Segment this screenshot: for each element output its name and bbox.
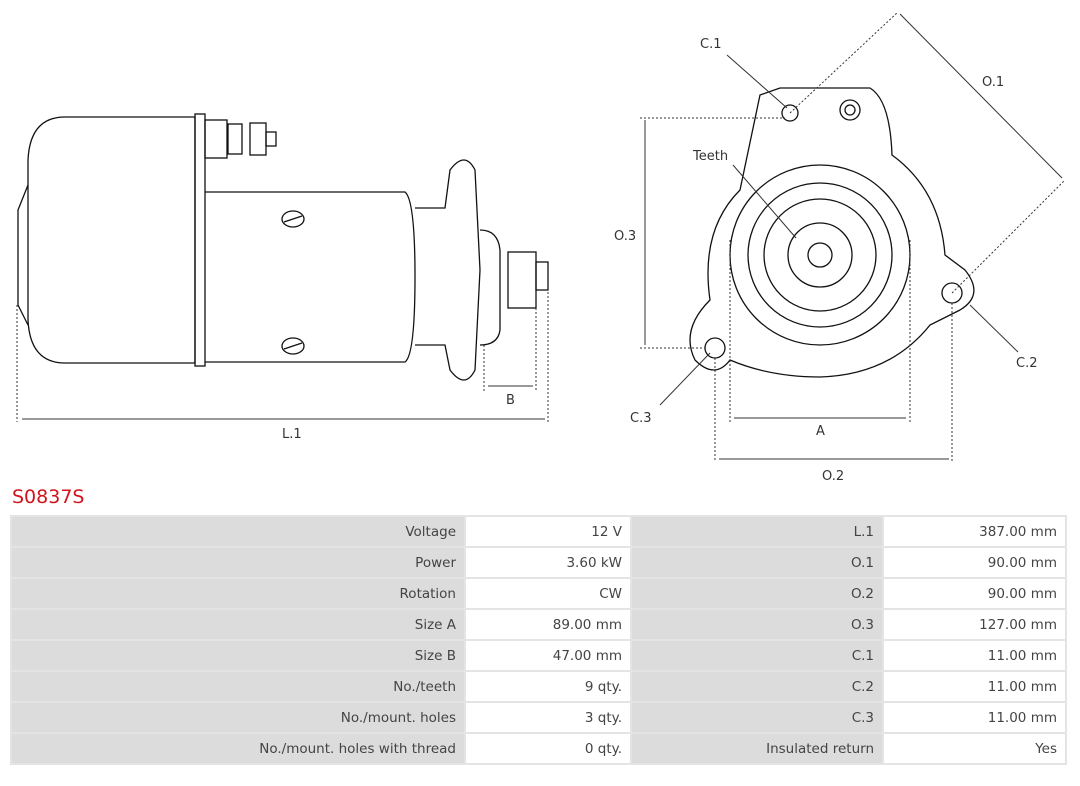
spec-label: C.2 xyxy=(632,672,882,701)
spec-label: Size A xyxy=(12,610,464,639)
product-code: S0837S xyxy=(12,486,85,508)
spec-label: No./mount. holes with thread xyxy=(12,734,464,763)
label-o3: O.3 xyxy=(614,229,636,244)
spec-label: Voltage xyxy=(12,517,464,546)
spec-label: O.1 xyxy=(632,548,882,577)
label-teeth: Teeth xyxy=(692,149,728,164)
spec-label: L.1 xyxy=(632,517,882,546)
spec-value: 11.00 mm xyxy=(884,641,1065,670)
spec-value: 11.00 mm xyxy=(884,672,1065,701)
spec-value: 127.00 mm xyxy=(884,610,1065,639)
spec-label: C.1 xyxy=(632,641,882,670)
side-view xyxy=(16,113,549,422)
front-view xyxy=(640,11,1066,462)
label-c1: C.1 xyxy=(700,37,721,52)
spec-label: O.3 xyxy=(632,610,882,639)
spec-label: Rotation xyxy=(12,579,464,608)
spec-value: 0 qty. xyxy=(466,734,630,763)
spec-value: Yes xyxy=(884,734,1065,763)
spec-value: 90.00 mm xyxy=(884,579,1065,608)
label-a: A xyxy=(816,424,825,439)
spec-label: Insulated return xyxy=(632,734,882,763)
label-l1: L.1 xyxy=(282,427,302,442)
label-o1: O.1 xyxy=(982,75,1004,90)
spec-value: CW xyxy=(466,579,630,608)
spec-value: 3 qty. xyxy=(466,703,630,732)
label-c3: C.3 xyxy=(630,411,651,426)
spec-value: 9 qty. xyxy=(466,672,630,701)
label-o2: O.2 xyxy=(822,469,844,484)
spec-label: No./teeth xyxy=(12,672,464,701)
spec-value: 89.00 mm xyxy=(466,610,630,639)
label-b: B xyxy=(506,393,515,408)
spec-label: Size B xyxy=(12,641,464,670)
spec-value: 90.00 mm xyxy=(884,548,1065,577)
spec-label: Power xyxy=(12,548,464,577)
spec-label: No./mount. holes xyxy=(12,703,464,732)
spec-value: 3.60 kW xyxy=(466,548,630,577)
spec-label: O.2 xyxy=(632,579,882,608)
spec-value: 11.00 mm xyxy=(884,703,1065,732)
spec-value: 47.00 mm xyxy=(466,641,630,670)
spec-value: 387.00 mm xyxy=(884,517,1065,546)
technical-drawing: L.1 B C.1 C.2 C.3 O.1 O.2 O.3 A Teeth xyxy=(16,11,1066,484)
spec-label: C.3 xyxy=(632,703,882,732)
spec-value: 12 V xyxy=(466,517,630,546)
label-c2: C.2 xyxy=(1016,356,1037,371)
